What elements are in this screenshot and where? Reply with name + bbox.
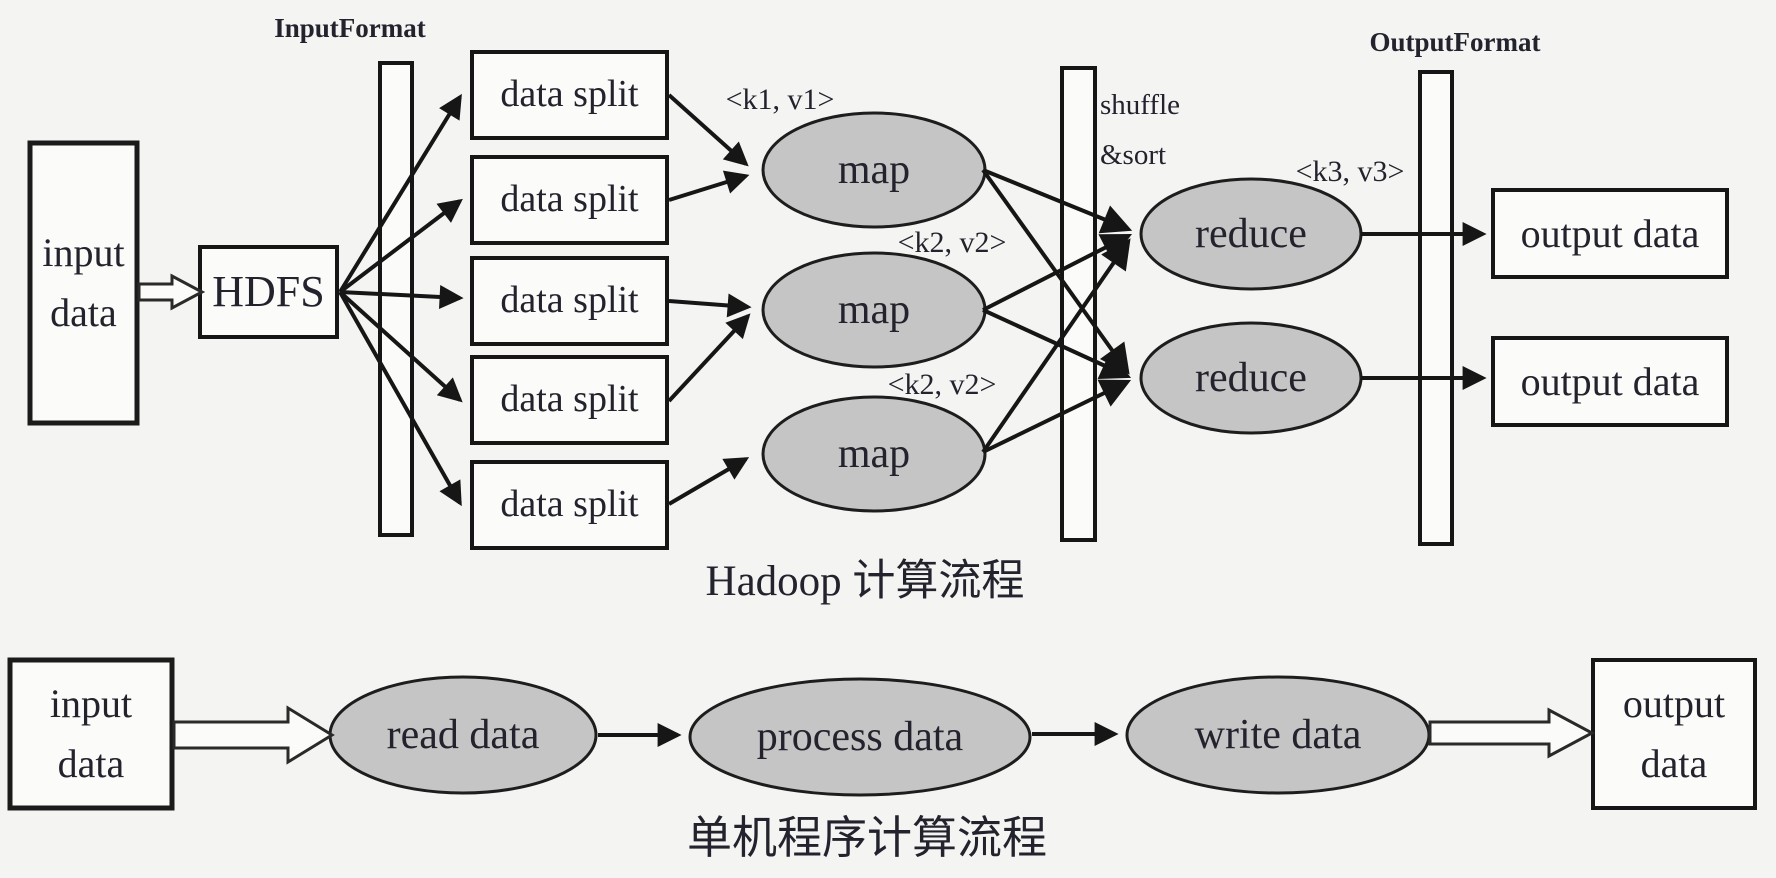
write-data-ellipse [1125,675,1431,795]
connector-hdfs-split4 [338,290,463,403]
hollow-arrow-input-read [172,705,335,765]
data-split-box-2 [470,155,669,245]
connector-split2-map1 [668,170,750,202]
reduce-ellipse-2 [1139,321,1363,435]
connector-split1-map1 [667,93,749,167]
connector-map2-reduce2 [982,308,1132,380]
map-ellipse-3 [761,395,987,513]
connector-map1-reduce1 [982,168,1133,234]
reduce-ellipse-1 [1139,177,1363,291]
connector-hdfs-split2 [338,198,463,294]
connector-map1-reduce2 [981,168,1130,375]
input-data-box [27,140,140,426]
connector-split5-map3 [667,457,750,506]
output-data-box-1 [1491,188,1729,279]
shuffle-sort-bar [1060,66,1097,542]
output-data-box-2 [1491,336,1729,427]
sm-output-data-box [1591,658,1757,810]
connector-split3-map2 [668,293,752,318]
sm-input-data-box [7,657,175,811]
outputformat-bar [1418,70,1454,546]
data-split-box-4 [470,355,669,445]
hollow-arrow-input-hdfs [137,273,206,311]
data-split-box-3 [470,256,669,346]
connector-map3-reduce1 [981,238,1131,454]
hdfs-box [198,245,339,339]
process-data-ellipse [688,677,1032,797]
connector-map3-reduce2 [982,379,1132,454]
connector-hdfs-split3 [339,284,464,309]
connector-hdfs-split1 [338,93,462,294]
hollow-arrow-write-output [1428,707,1596,759]
data-split-box-5 [470,460,669,550]
data-split-box-1 [470,50,669,140]
connector-hdfs-split5 [338,291,462,507]
map-ellipse-2 [761,251,987,369]
connector-split4-map2 [667,313,751,403]
read-data-ellipse [328,675,598,795]
map-ellipse-1 [761,111,987,229]
inputformat-bar [378,61,414,537]
